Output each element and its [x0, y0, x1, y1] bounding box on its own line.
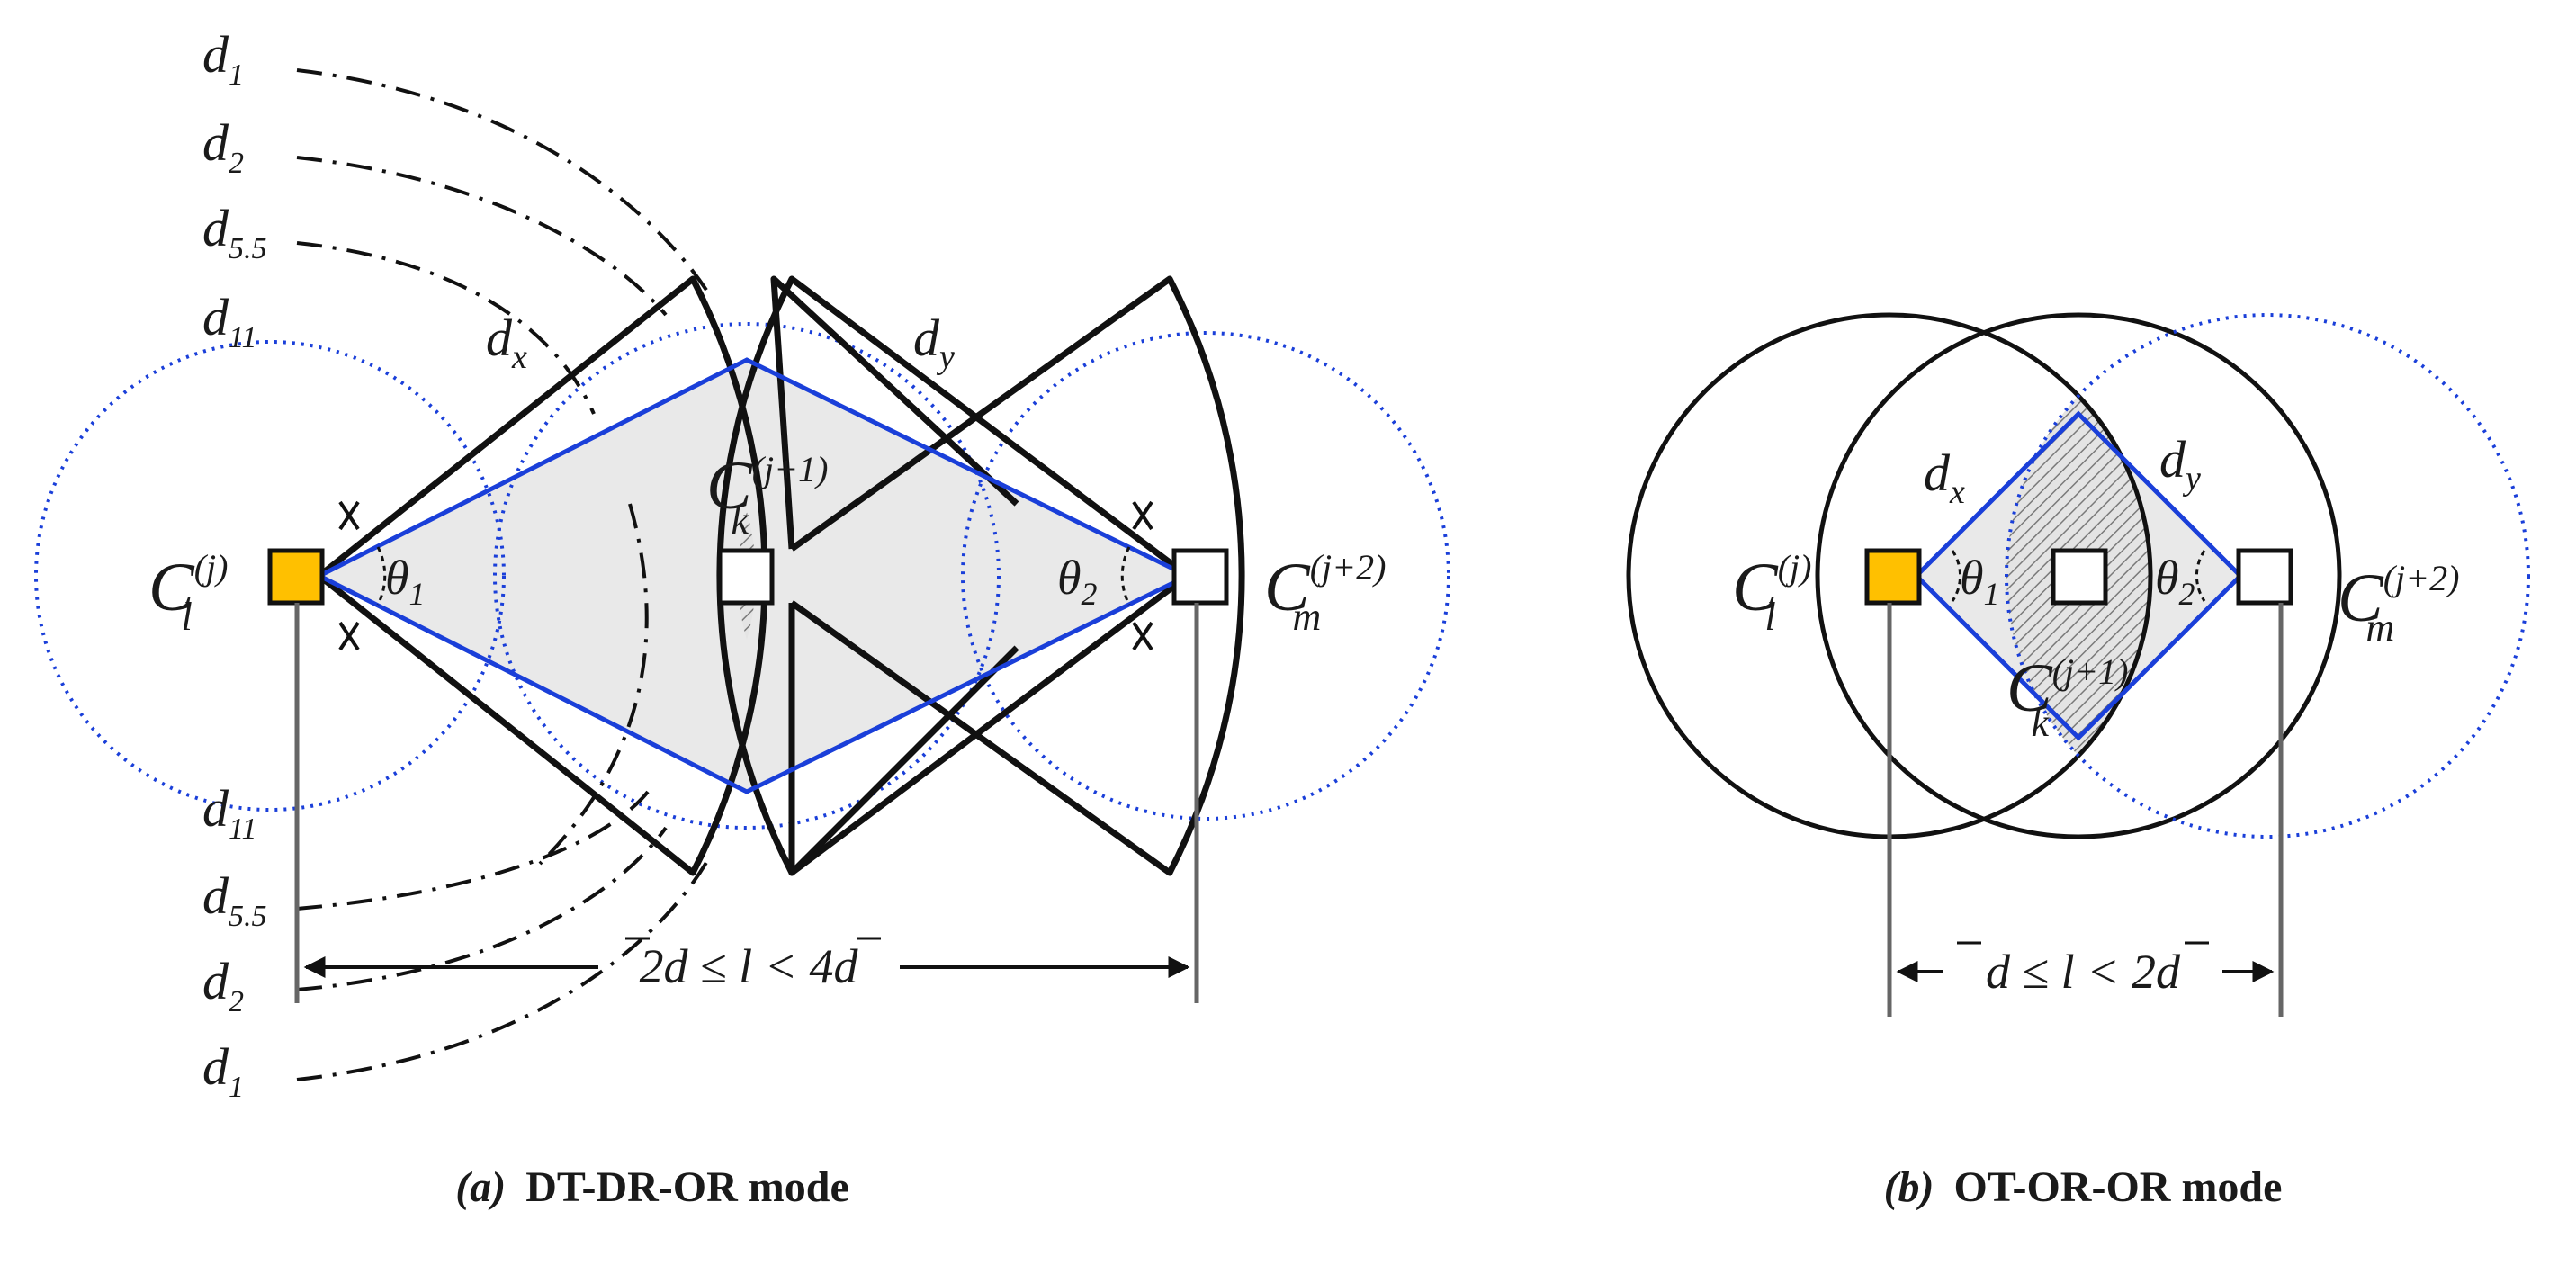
panel-a: 2d ≤ l < 4d d1 d2 d5.5 d11 d11 d5.5 d2 d1 dx dy…: [34, 25, 1450, 1211]
range-text-b: d ≤ l < 2d: [1986, 945, 2181, 999]
range-text-a: 2d ≤ l < 4d: [639, 939, 858, 993]
node-left-label-a: C(j)l: [148, 547, 228, 639]
node-mid-label-b: C(j+1)k: [2006, 650, 2128, 745]
node-right-b: [2236, 548, 2293, 606]
dimension-b: d ≤ l < 2d: [1887, 603, 2284, 1017]
theta2-label-a: θ2: [1057, 551, 1098, 612]
theta2-label-b: θ2: [2155, 551, 2195, 612]
node-right-label-b: C(j+2)m: [2338, 558, 2459, 650]
node-right-a: [1171, 548, 1229, 606]
distance-label-d1-bottom: d1: [202, 1037, 244, 1104]
dy-label-a: dy: [913, 309, 955, 376]
dy-label-b: dy: [2159, 430, 2201, 498]
node-left-label-b: C(j)l: [1732, 547, 1811, 639]
dash-dot-arcs-a: [296, 68, 713, 1081]
dx-label-a: dx: [486, 309, 527, 376]
distance-label-d11-bottom: d11: [202, 779, 256, 846]
panel-b: d ≤ l < 2d dx dy θ1 θ2 C(j)l C(j+1)k C(j…: [1626, 312, 2530, 1211]
distance-label-d55-bottom: d5.5: [202, 866, 267, 933]
distance-label-d2-bottom: d2: [202, 952, 244, 1018]
theta1-label-a: θ1: [385, 551, 426, 612]
node-mid-b: [2051, 548, 2108, 606]
distance-label-d55-top: d5.5: [202, 199, 267, 265]
caption-a: (a)DT-DR-OR mode: [455, 1163, 849, 1211]
dx-label-b: dx: [1924, 444, 1965, 511]
caption-b: (b)OT-OR-OR mode: [1884, 1163, 2283, 1211]
node-right-label-a: C(j+2)m: [1264, 547, 1386, 639]
node-mid-label-a: C(j+1)k: [706, 448, 828, 543]
blue-range-circle-b: [2005, 313, 2530, 839]
dimension-a: 2d ≤ l < 4d: [294, 603, 1199, 1003]
node-mid-a: [717, 548, 775, 606]
distance-label-d1-top: d1: [202, 25, 244, 92]
node-left-a: [267, 548, 325, 606]
left-distance-labels: d1 d2 d5.5 d11 d11 d5.5 d2 d1: [202, 25, 267, 1104]
distance-label-d2-top: d2: [202, 113, 244, 180]
angle-arcs-a: [376, 546, 1131, 606]
link-lines-a: [318, 357, 1189, 794]
cross-markers-a: [338, 500, 1153, 651]
blue-range-circles-a: [34, 322, 1450, 830]
distance-label-d11-top: d11: [202, 288, 256, 354]
theta1-label-b: θ1: [1960, 551, 2000, 612]
node-left-b: [1864, 548, 1922, 606]
